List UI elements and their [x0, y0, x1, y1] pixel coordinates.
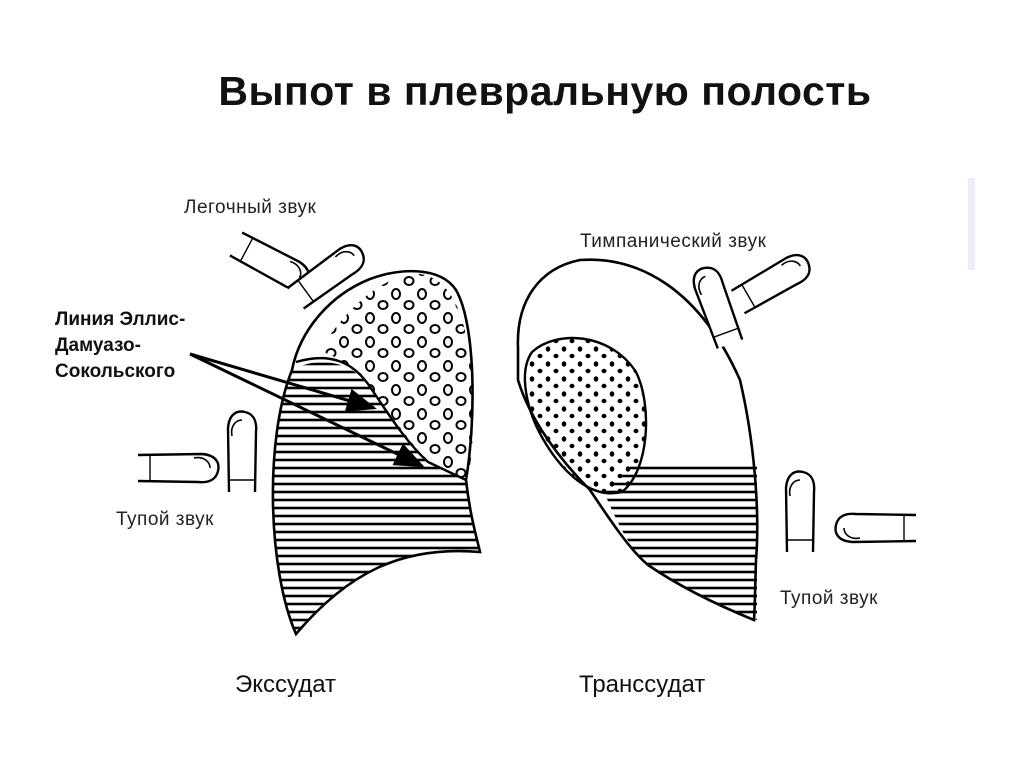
exudate-fluid-hatch: [273, 362, 480, 634]
finger-icon: [784, 470, 816, 554]
lung-sound-label: Легочный звук: [184, 197, 317, 218]
finger-icon: [834, 512, 918, 544]
finger-icon: [136, 452, 220, 484]
page-title: Выпот в плевральную полость: [218, 68, 872, 114]
dull-sound-left-label: Тупой звук: [116, 509, 214, 530]
ellis-line-label: Линия Эллис- Дамуазо- Сокольского: [55, 309, 186, 382]
tympanic-sound-label: Тимпанический звук: [580, 231, 767, 252]
dull-sound-right-label: Тупой звук: [780, 588, 878, 609]
finger-icon: [688, 262, 745, 350]
finger-icon: [226, 410, 258, 494]
transudate-lung: [516, 258, 759, 622]
transudate-fluid-hatch: [604, 463, 757, 620]
finger-icon: [729, 248, 816, 316]
line-label-arrows: [189, 352, 425, 468]
transudate-caption: Транссудат: [579, 671, 706, 698]
exudate-lung: [271, 269, 482, 637]
transudate-collapsed-lung: [523, 336, 648, 495]
edge-artifact: [968, 178, 975, 270]
exudate-lung-outline: [271, 269, 482, 637]
exudate-lung-tissue: [320, 273, 473, 480]
exudate-caption: Экссудат: [235, 671, 337, 698]
